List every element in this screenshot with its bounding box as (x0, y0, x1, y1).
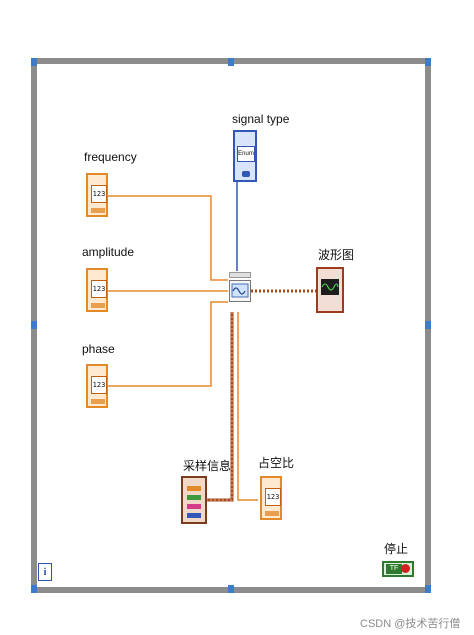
stop-label: 停止 (384, 542, 409, 556)
waveform-graph-indicator[interactable] (316, 267, 344, 313)
dbl-tag (91, 303, 105, 308)
phase-control[interactable]: 123 (86, 364, 108, 408)
sampling-info-wire (207, 312, 233, 501)
duty-cycle-label: 占空比 (258, 456, 295, 470)
stop-led-icon (401, 564, 410, 573)
loop-corner-handle[interactable] (425, 585, 431, 593)
sine-wave-icon (231, 283, 249, 298)
frequency-label: frequency (84, 150, 137, 164)
amplitude-label: amplitude (82, 245, 135, 259)
cluster-item (187, 495, 201, 500)
duty-cycle-indicator[interactable]: 123 (260, 476, 282, 520)
duty-cycle-wire (237, 312, 258, 501)
cluster-item (187, 513, 201, 518)
cluster-item (187, 486, 201, 491)
loop-corner-handle[interactable] (228, 58, 234, 66)
enum-display: Enum (237, 146, 255, 162)
dbl-tag (91, 399, 105, 404)
numeric-display: 123 (91, 185, 107, 203)
watermark: CSDN @技术苦行僧 (360, 618, 461, 630)
loop-corner-handle[interactable] (31, 58, 37, 66)
phase-label: phase (82, 342, 115, 356)
dbl-tag (265, 511, 279, 516)
numeric-display: 123 (91, 280, 107, 298)
cluster-item (187, 504, 201, 509)
sampling-info-label: 采样信息 (183, 459, 232, 473)
waveform-graph-label: 波形图 (318, 248, 355, 262)
phase-wire (108, 301, 228, 387)
signal-type-label: signal type (232, 112, 290, 126)
loop-corner-handle[interactable] (228, 585, 234, 593)
enum-arrow-icon (242, 171, 250, 177)
amplitude-control[interactable]: 123 (86, 268, 108, 312)
loop-corner-handle[interactable] (425, 321, 431, 329)
numeric-display: 123 (91, 376, 107, 394)
stop-button-terminal[interactable]: TF (382, 561, 414, 577)
dbl-tag (91, 208, 105, 213)
loop-corner-handle[interactable] (425, 58, 431, 66)
loop-corner-handle[interactable] (31, 585, 37, 593)
waveform-icon (321, 283, 339, 291)
sampling-info-indicator[interactable] (181, 476, 207, 524)
boolean-tf: TF (386, 564, 402, 574)
frequency-control[interactable]: 123 (86, 173, 108, 217)
numeric-display: 123 (265, 488, 281, 506)
iteration-terminal: i (38, 563, 52, 581)
signal-type-control[interactable]: Enum (233, 130, 257, 182)
node-header (229, 272, 251, 278)
frequency-wire (108, 195, 228, 281)
graph-screen (321, 279, 339, 295)
loop-corner-handle[interactable] (31, 321, 37, 329)
simulate-signal-node[interactable] (229, 280, 251, 302)
